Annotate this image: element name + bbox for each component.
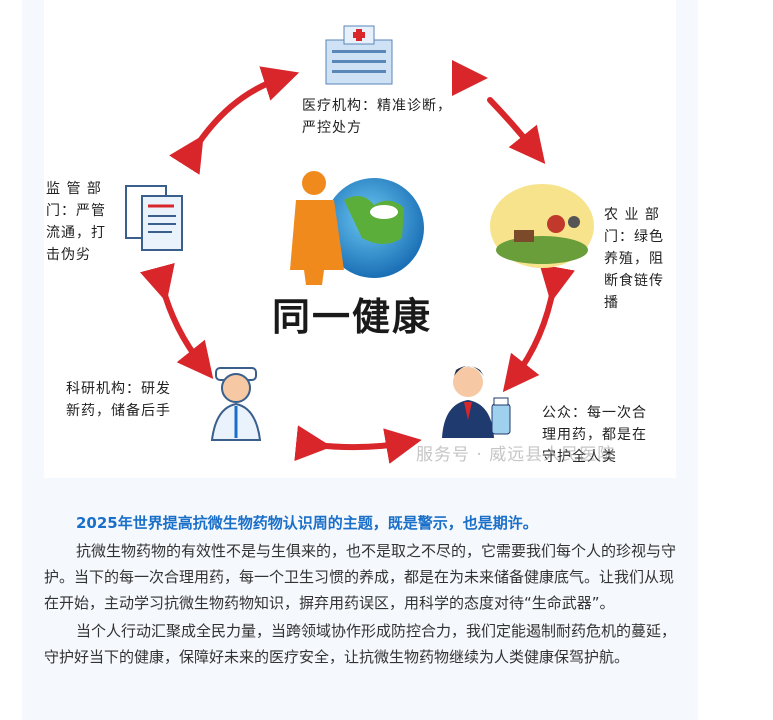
doctor-icon [210,367,262,441]
arrow-regulator-medical [169,66,300,175]
figure-graphics [125,25,594,464]
cycle-arrows [139,60,575,464]
arrow-medical-agriculture [487,97,546,165]
one-health-figure: 医疗机构：精准诊断， 严控处方 监 管 部 门：严管 流通，打 击伪劣 农 业 … [44,0,676,478]
center-title: 同一健康 [272,295,433,339]
node-research: 科研机构：研发 新药，储备后手 [66,381,171,419]
person-with-medicine-icon [442,366,511,438]
hospital-building-icon [325,25,393,85]
article-body: 2025年世界提高抗微生物药物认识周的主题，既是警示，也是期许。 抗微生物药物的… [44,510,684,670]
node-agriculture: 农 业 部 门：绿色 养殖，阻 断食链传 播 [604,207,664,311]
node-public: 公众：每一次合 理用药，都是在 守护全人类 [542,405,647,465]
arrow-research-public [294,425,422,464]
farm-animals-icon [490,184,594,268]
node-medical: 医疗机构：精准诊断， 严控处方 [302,98,452,136]
documents-icon [125,185,183,251]
article-paragraph-1: 抗微生物药物的有效性不是与生俱来的，也不是取之不尽的，它需要我们每个人的珍视与守… [44,542,677,612]
watermark: 服务号 · 威远县人民医院 [416,445,616,465]
article-heading: 2025年世界提高抗微生物药物认识周的主题，既是警示，也是期许。 [76,514,538,532]
arrow-agriculture-public [502,264,575,393]
person-globe-icon [290,171,424,285]
node-regulator: 监 管 部 门：严管 流通，打 击伪劣 [46,181,106,263]
article-paragraph-2: 当个人行动汇聚成全民力量，当跨领域协作形成防控合力，我们定能遏制耐药危机的蔓延，… [44,622,677,666]
arrow-regulator-research [139,262,214,380]
